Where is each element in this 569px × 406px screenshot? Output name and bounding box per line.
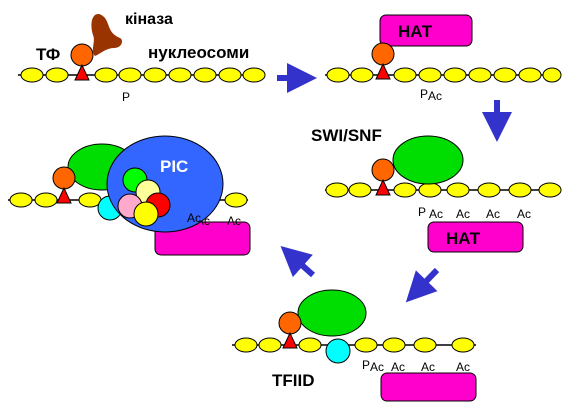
nucleosome [451,337,475,353]
nucleosome [538,182,562,198]
acetyl-mark: Ac [391,360,405,374]
tata-box [375,178,391,196]
nucleosome [168,67,192,83]
nucleosome [78,192,102,208]
nucleosome [382,337,406,353]
transcription-factor [371,158,395,182]
nucleosome [9,192,33,208]
nucleosome [350,67,374,83]
acetyl-mark: Ac [421,360,435,374]
swi-snf-label: SWI/SNF [311,126,382,145]
kinase-shape [91,14,122,56]
nucleosome-row [234,337,475,353]
panel-4-tfiid-binding: P Ac Ac Ac Ac TFIID [232,289,477,402]
nucleosome [224,192,248,208]
acetyl-mark: Ac [456,360,470,374]
nucleosome [493,67,517,83]
swi-snf-complex [392,135,464,185]
nucleosome [418,182,442,198]
nucleosome [508,182,532,198]
nucleosome [446,182,470,198]
nucleosome [326,67,350,83]
hat-box [380,372,477,402]
pic-label: PIC [160,157,188,176]
tata-box [74,63,90,81]
acetyl-mark: Ac [429,207,443,221]
nucleosome [325,182,349,198]
nucleosome [443,67,467,83]
transcription-factor [278,311,302,335]
hat-label: НАТ [398,22,433,41]
swi-snf-complex [297,289,367,337]
tata-box [375,62,391,80]
hat-label: НАТ [446,229,481,248]
general-factor [133,201,159,227]
nucleosome [118,67,142,83]
nucleosome [193,67,217,83]
nucleosome [234,337,258,353]
phosphate-mark: P [362,358,370,372]
hat-box [427,221,524,253]
tf-label: ТФ [36,45,60,64]
phosphate-mark: P [418,205,426,219]
tfiid-complex [325,338,351,364]
acetyl-mark: Ac [517,207,531,221]
nucleosome [34,192,58,208]
panel-1-initial-state: ТФ кіназа нуклеосоми P [18,11,266,104]
hat-box [379,14,473,47]
nucleosome [45,67,69,83]
nucleosome [143,67,167,83]
acetyl-mark: Ac [456,207,470,221]
nucleosome [477,182,501,198]
nucleosomes-label: нуклеосоми [148,43,249,62]
acetyl-mark: Ac [187,211,201,225]
nucleosome [542,67,562,83]
nucleosome [518,67,542,83]
panel-3-swi-snf-binding: SWI/SNF P Ac Ac Ac Ac НАТ [311,126,562,253]
panel-5-pic-assembly: Ac Ac PIC Ac [8,135,251,256]
arrow-down-left [405,267,440,303]
panel-2-hat-binding: НАТ P Ac [325,14,562,103]
nucleosome-row [325,182,562,198]
nucleosome [218,67,242,83]
nucleosome [348,182,372,198]
nucleosome [468,67,492,83]
nucleosome [242,67,266,83]
nucleosome [393,67,417,83]
nucleosome [298,337,322,353]
transcription-factor [70,43,94,67]
nucleosome [94,67,118,83]
transcription-factor [371,42,395,66]
arrow-up-left [280,246,315,278]
acetyl-mark: Ac [370,360,384,374]
nucleosome [258,337,282,353]
acetyl-mark: Ac [227,214,241,228]
nucleosome-row [20,67,266,83]
acetyl-mark: Ac [428,89,442,103]
nucleosome [354,337,378,353]
acetyl-mark: Ac [486,207,500,221]
phosphate-mark: P [122,90,130,104]
kinase-label: кіназа [125,11,173,28]
tata-box [56,186,72,204]
nucleosome [418,67,442,83]
nucleosome [20,67,44,83]
nucleosome-row [326,67,562,83]
tata-box [282,331,298,349]
nucleosome [393,182,417,198]
transcription-factor [52,166,76,190]
nucleosome [413,337,437,353]
phosphate-mark: P [420,87,428,101]
tfiid-label: TFIID [272,371,315,390]
